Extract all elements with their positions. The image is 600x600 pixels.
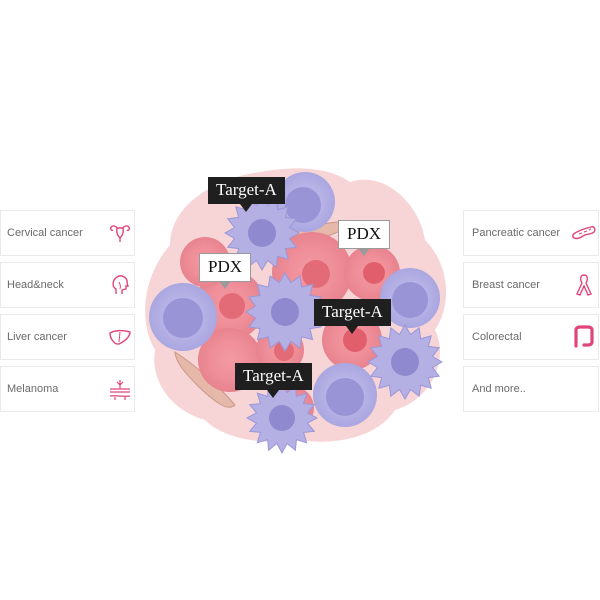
immune-cells: [149, 172, 440, 427]
tag-label: Target-A: [243, 366, 304, 385]
pdx-tag: PDX: [338, 220, 391, 256]
head-neck-icon: [106, 271, 134, 299]
cancer-type-card[interactable]: And more..: [463, 366, 599, 412]
cancer-type-label: Liver cancer: [7, 331, 67, 343]
tag-label: Target-A: [322, 302, 383, 321]
tumor-cell-nucleus: [274, 341, 294, 361]
spiky-immune-cell-nucleus: [391, 348, 419, 376]
cancer-type-label: And more..: [472, 383, 526, 395]
colon-icon: [570, 323, 598, 351]
tag-label: PDX: [347, 224, 382, 243]
tumor-cell-nucleus: [302, 260, 330, 288]
tumor-cell-nucleus: [219, 293, 245, 319]
cancer-type-card[interactable]: Cervical cancer: [0, 210, 135, 256]
cancer-type-label: Melanoma: [7, 383, 59, 395]
cancer-type-card[interactable]: Melanoma: [0, 366, 135, 412]
immune-cell-nucleus: [163, 298, 203, 338]
pancreas-icon: [570, 219, 598, 247]
cancer-type-label: Cervical cancer: [7, 227, 83, 239]
tag-label: Target-A: [216, 180, 277, 199]
immune-cell-nucleus: [392, 282, 428, 318]
spiky-immune-cell-nucleus: [271, 298, 299, 326]
cancer-type-label: Head&neck: [7, 279, 64, 291]
skin-icon: [106, 375, 134, 403]
liver-icon: [106, 323, 134, 351]
cancer-type-card[interactable]: Head&neck: [0, 262, 135, 308]
cancer-type-card[interactable]: Pancreatic cancer: [463, 210, 599, 256]
cancer-type-label: Pancreatic cancer: [472, 227, 561, 239]
tumor-cell-nucleus: [343, 328, 367, 352]
uterus-icon: [106, 219, 134, 247]
cancer-type-label: Breast cancer: [472, 279, 540, 291]
cancer-type-card[interactable]: Colorectal: [463, 314, 599, 360]
spiky-immune-cell-nucleus: [248, 219, 276, 247]
spiky-immune-cells: [224, 195, 443, 455]
target-a-tag: Target-A: [208, 177, 285, 212]
cancer-type-card[interactable]: Breast cancer: [463, 262, 599, 308]
cancer-type-label: Colorectal: [472, 331, 522, 343]
immune-cell-nucleus: [326, 378, 364, 416]
cancer-type-card[interactable]: Liver cancer: [0, 314, 135, 360]
immune-cell-nucleus: [285, 187, 321, 223]
ribbon-icon: [570, 271, 598, 299]
pdx-tag: PDX: [199, 253, 252, 289]
target-a-tag: Target-A: [314, 299, 391, 334]
tag-label: PDX: [208, 257, 243, 276]
tumor-cell-nucleus: [363, 262, 385, 284]
spiky-immune-cell-nucleus: [269, 405, 295, 431]
target-a-tag: Target-A: [235, 363, 312, 398]
